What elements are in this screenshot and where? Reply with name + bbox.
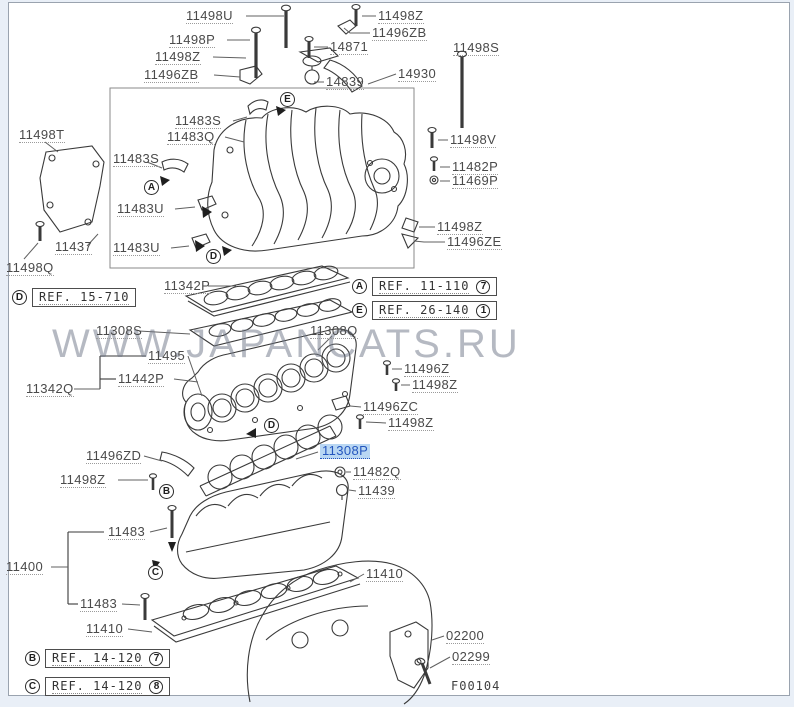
part-label-11308P[interactable]: 11308P — [320, 443, 371, 459]
part-label-11400[interactable]: 11400 — [6, 559, 44, 575]
part-label-11483S[interactable]: 11483S — [175, 113, 222, 129]
ref-link-REF-15-710[interactable]: REF. 15-710 — [32, 288, 137, 307]
part-label-11482P[interactable]: 11482P — [452, 159, 499, 175]
callout-letter-E: E — [352, 303, 367, 318]
callout-letter-B: B — [25, 651, 40, 666]
leader-lines — [23, 15, 451, 669]
ref-link-REF-11-110[interactable]: REF. 11-110 7 — [372, 277, 498, 296]
part-label-11498Z[interactable]: 11498Z — [437, 219, 483, 235]
ref-link-REF-14-120[interactable]: REF. 14-120 8 — [45, 677, 171, 696]
part-label-11498T[interactable]: 11498T — [19, 127, 65, 143]
ref-row-E: E REF. 26-140 1 — [352, 301, 498, 320]
ref-link-REF-26-140[interactable]: REF. 26-140 1 — [372, 301, 498, 320]
ref-row-A: A REF. 11-110 7 — [352, 277, 498, 296]
part-label-11498Z[interactable]: 11498Z — [378, 8, 424, 24]
ref-text: REF. 11-110 — [379, 279, 470, 294]
part-label-11410[interactable]: 11410 — [366, 566, 404, 582]
part-label-11308S[interactable]: 11308S — [96, 323, 143, 339]
callout-letter-B: B — [159, 484, 174, 499]
callout-letter-D: D — [12, 290, 27, 305]
part-label-11483[interactable]: 11483 — [108, 524, 146, 540]
direction-arrows — [152, 106, 286, 570]
part-label-11483[interactable]: 11483 — [80, 596, 118, 612]
part-label-11483S[interactable]: 11483S — [113, 151, 160, 167]
ref-qty-badge: 7 — [476, 279, 491, 294]
part-label-11495[interactable]: 11495 — [148, 348, 186, 364]
callout-letter-A: A — [144, 180, 159, 195]
detail-frame — [109, 87, 415, 269]
part-label-14871[interactable]: 14871 — [330, 39, 369, 55]
part-label-11483U[interactable]: 11483U — [113, 240, 160, 256]
part-label-14839[interactable]: 14839 — [326, 74, 365, 90]
ref-qty-badge: 1 — [476, 303, 491, 318]
part-label-11498Z[interactable]: 11498Z — [155, 49, 201, 65]
part-label-14930[interactable]: 14930 — [398, 66, 437, 82]
figure-code: F00104 — [451, 679, 501, 693]
part-label-11498P[interactable]: 11498P — [169, 32, 216, 48]
ref-text: REF. 26-140 — [379, 303, 470, 318]
diagram-paper — [8, 2, 790, 696]
part-label-11496Z[interactable]: 11496Z — [404, 361, 450, 377]
callout-letter-D: D — [264, 418, 279, 433]
part-label-02200[interactable]: 02200 — [446, 628, 485, 644]
part-label-11469P[interactable]: 11469P — [452, 173, 499, 189]
part-label-11498U[interactable]: 11498U — [186, 8, 233, 24]
part-label-11496ZE[interactable]: 11496ZE — [447, 234, 502, 250]
part-label-11439[interactable]: 11439 — [358, 483, 396, 499]
part-label-11496ZC[interactable]: 11496ZC — [363, 399, 419, 415]
part-label-11342P[interactable]: 11342P — [164, 278, 211, 294]
part-label-11496ZB[interactable]: 11496ZB — [372, 25, 427, 41]
callout-letter-E: E — [280, 92, 295, 107]
callout-letter-A: A — [352, 279, 367, 294]
part-label-11437[interactable]: 11437 — [55, 239, 93, 255]
part-label-11498Q[interactable]: 11498Q — [6, 260, 54, 276]
part-label-11308Q[interactable]: 11308Q — [310, 323, 358, 339]
ref-row-B: B REF. 14-120 7 — [25, 649, 171, 668]
part-label-11498V[interactable]: 11498V — [450, 132, 497, 148]
callout-letter-C: C — [25, 679, 40, 694]
part-label-11498Z[interactable]: 11498Z — [388, 415, 434, 431]
ref-link-REF-14-120[interactable]: REF. 14-120 7 — [45, 649, 171, 668]
ref-text: REF. 15-710 — [39, 290, 130, 305]
part-label-11498Z[interactable]: 11498Z — [60, 472, 106, 488]
ref-row-C: C REF. 14-120 8 — [25, 677, 171, 696]
part-label-11342Q[interactable]: 11342Q — [26, 381, 74, 397]
ref-qty-badge: 7 — [149, 651, 164, 666]
part-label-11483U[interactable]: 11483U — [117, 201, 164, 217]
part-label-02299[interactable]: 02299 — [452, 649, 491, 665]
part-label-11442P[interactable]: 11442P — [118, 371, 165, 387]
part-label-11498S[interactable]: 11498S — [453, 40, 500, 56]
part-label-11498Z[interactable]: 11498Z — [412, 377, 458, 393]
part-label-11483Q[interactable]: 11483Q — [167, 129, 215, 145]
ref-row-D: D REF. 15-710 — [12, 288, 137, 307]
callout-letter-C: C — [148, 565, 163, 580]
ref-text: REF. 14-120 — [52, 679, 143, 694]
part-label-11410[interactable]: 11410 — [86, 621, 124, 637]
callout-letter-D: D — [206, 249, 221, 264]
part-label-11482Q[interactable]: 11482Q — [353, 464, 401, 480]
part-label-11496ZB[interactable]: 11496ZB — [144, 67, 199, 83]
ref-qty-badge: 8 — [149, 679, 164, 694]
ref-text: REF. 14-120 — [52, 651, 143, 666]
part-label-11496ZD[interactable]: 11496ZD — [86, 448, 142, 464]
